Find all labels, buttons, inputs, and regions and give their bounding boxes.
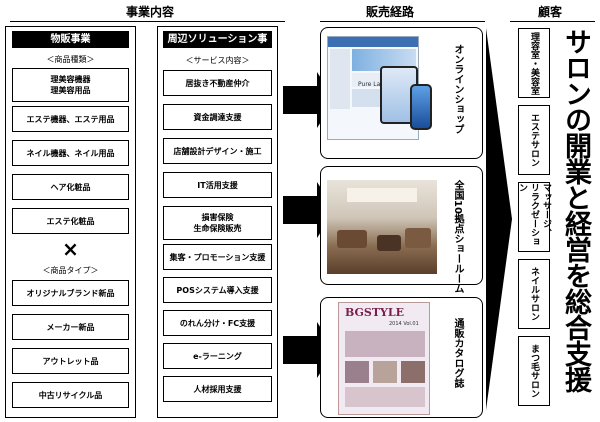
channel-online-label: オンラインショップ xyxy=(452,44,463,134)
customer-box: 理容室・美容室 xyxy=(518,28,550,98)
catalog-title: BGSTYLE xyxy=(345,306,404,319)
product-type-box: 理美容機器 理美容用品 xyxy=(12,68,129,102)
sales-types-label: ＜商品種類＞ xyxy=(46,55,95,64)
smartphone-icon xyxy=(410,84,432,130)
service-box: 資金調達支援 xyxy=(163,104,272,130)
service-box: 店舗設計デザイン・施工 xyxy=(163,138,272,164)
channel-catalog-label: 通販カタログ誌 xyxy=(452,318,463,388)
customer-box: エステサロン xyxy=(518,105,550,175)
service-box: のれん分け・FC支援 xyxy=(163,310,272,336)
product-type-box: ネイル機器、ネイル用品 xyxy=(12,140,129,166)
slogan: サロンの開業と経営を総合支援 xyxy=(560,28,591,392)
catalog-cover: BGSTYLE 2014 Vol.01 xyxy=(338,302,430,415)
times-symbol: × xyxy=(62,237,79,261)
big-arrow-right-icon xyxy=(486,28,512,410)
customer-box: まつ毛サロン xyxy=(518,336,550,406)
product-type-box: エステ化粧品 xyxy=(12,208,129,234)
customer-box: マッサージ、 リラクゼーション xyxy=(517,182,551,252)
header-business: 事業内容 xyxy=(125,5,174,19)
service-box: IT活用支援 xyxy=(163,172,272,198)
product-type-box: ヘア化粧品 xyxy=(12,174,129,200)
site-name: Pure Labels xyxy=(358,81,393,88)
service-box: e-ラーニング xyxy=(163,343,272,369)
service-box: 居抜き不動産仲介 xyxy=(163,70,272,96)
sales-kinds-label: ＜商品タイプ＞ xyxy=(42,266,99,275)
catalog-vol: 2014 Vol.01 xyxy=(389,321,419,327)
service-box: POSシステム導入支援 xyxy=(163,277,272,303)
product-kind-box: オリジナルブランド新品 xyxy=(12,280,129,306)
product-kind-box: アウトレット品 xyxy=(12,348,129,374)
customer-box: ネイルサロン xyxy=(518,259,550,329)
solutions-title: 周辺ソリューション事業 xyxy=(163,31,272,62)
product-type-box: エステ機器、エステ用品 xyxy=(12,106,129,132)
service-box: 集客・プロモーション支援 xyxy=(163,244,272,270)
solutions-label: ＜サービス内容＞ xyxy=(185,56,250,65)
product-kind-box: 中古リサイクル品 xyxy=(12,382,129,408)
header-channel: 販売経路 xyxy=(365,5,414,19)
product-kind-box: メーカー新品 xyxy=(12,314,129,340)
service-box: 人材採用支援 xyxy=(163,376,272,402)
service-box: 損害保険 生命保険販売 xyxy=(163,206,272,240)
channel-showroom-label: 全国10拠点ショールーム xyxy=(452,180,463,294)
sales-title: 物販事業 xyxy=(12,31,129,48)
showroom-photo xyxy=(327,180,437,274)
header-customer: 顧客 xyxy=(537,5,562,19)
